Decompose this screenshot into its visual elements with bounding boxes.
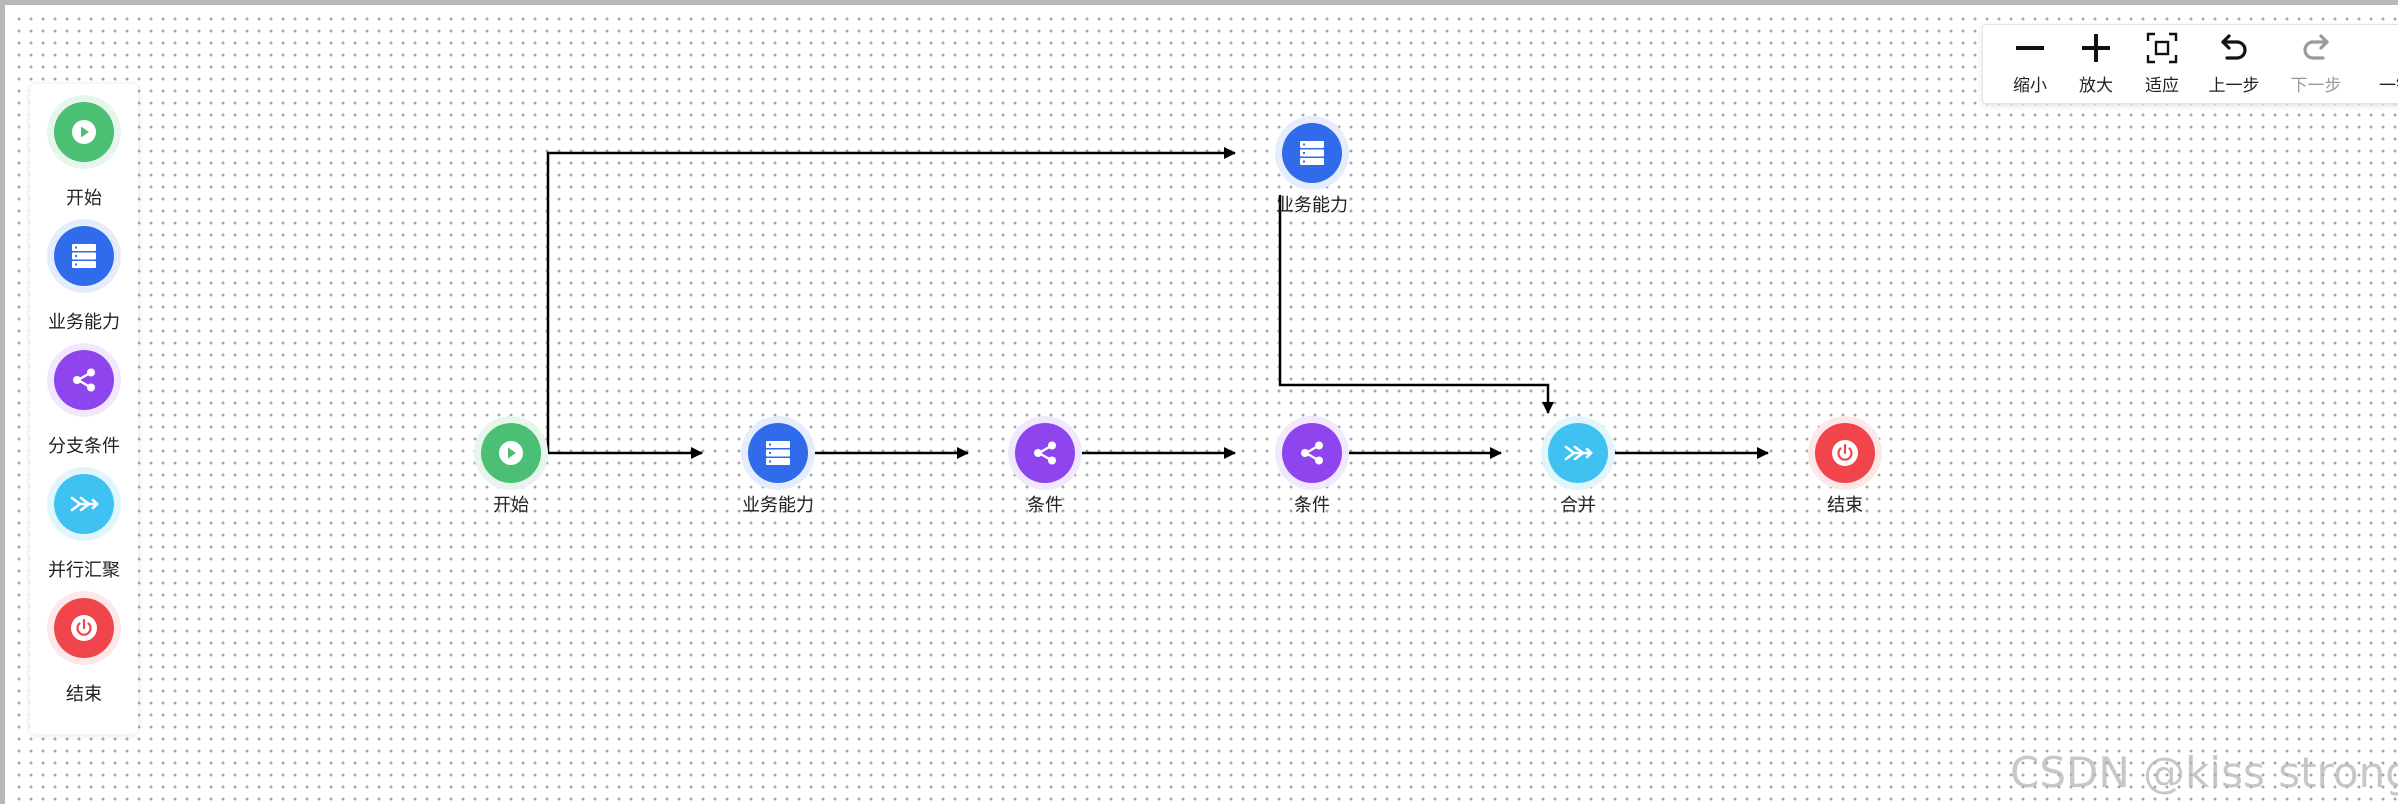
power-icon bbox=[71, 615, 97, 641]
node-service-2[interactable]: 业务能力 bbox=[1242, 121, 1382, 241]
edges-layer bbox=[525, 147, 1769, 459]
merge-icon bbox=[1564, 445, 1593, 461]
node-stencil-panel: 开始 业务能力 bbox=[30, 84, 138, 734]
undo-label: 上一步 bbox=[2208, 76, 2260, 96]
node-service-1-circle[interactable] bbox=[746, 421, 810, 485]
blank-icon bbox=[2379, 31, 2398, 65]
stencil-branch-circle bbox=[52, 348, 116, 412]
power-icon bbox=[1832, 440, 1858, 466]
stencil-label-start: 开始 bbox=[66, 188, 102, 209]
node-label: 合并 bbox=[1560, 495, 1596, 516]
play-icon bbox=[72, 120, 96, 144]
stencil-label-end: 结束 bbox=[66, 684, 102, 705]
minus-icon bbox=[2016, 46, 2044, 50]
node-start-circle[interactable] bbox=[479, 421, 543, 485]
more-button[interactable]: 一键 bbox=[2363, 31, 2398, 97]
node-condition-1-circle[interactable] bbox=[1013, 421, 1077, 485]
undo-icon bbox=[2221, 34, 2247, 60]
stencil-item-service[interactable]: 业务能力 bbox=[30, 208, 138, 333]
fit-view-label: 适应 bbox=[2145, 76, 2179, 96]
stencil-label-branch: 分支条件 bbox=[48, 436, 120, 457]
merge-icon bbox=[70, 496, 99, 512]
node-label: 条件 bbox=[1027, 495, 1063, 516]
server-icon bbox=[1300, 141, 1324, 165]
node-condition-2[interactable]: 条件 bbox=[1242, 421, 1382, 541]
undo-button[interactable]: 上一步 bbox=[2201, 31, 2267, 97]
node-service-1[interactable]: 业务能力 bbox=[708, 421, 848, 541]
zoom-out-label: 缩小 bbox=[2013, 76, 2047, 96]
redo-button[interactable]: 下一步 bbox=[2283, 31, 2349, 97]
node-label: 结束 bbox=[1827, 495, 1863, 516]
flow-canvas[interactable]: 开始 业务能力 bbox=[10, 10, 2398, 804]
server-icon bbox=[72, 244, 96, 268]
node-label: 条件 bbox=[1294, 495, 1330, 516]
plus-icon bbox=[2082, 34, 2110, 62]
stencil-merge-circle bbox=[52, 472, 116, 536]
watermark: CSDN @kiss strong bbox=[2010, 748, 2398, 797]
zoom-in-button[interactable]: 放大 bbox=[2071, 31, 2121, 97]
play-icon bbox=[499, 441, 523, 465]
graph-toolbar: 缩小 放大 适应 bbox=[1982, 24, 2398, 104]
zoom-out-button[interactable]: 缩小 bbox=[2005, 31, 2055, 97]
node-end[interactable]: 结束 bbox=[1775, 421, 1915, 541]
fit-view-button[interactable]: 适应 bbox=[2137, 31, 2187, 97]
node-label: 开始 bbox=[493, 495, 529, 516]
share-icon bbox=[73, 368, 95, 392]
stencil-end-circle bbox=[52, 596, 116, 660]
stencil-service-circle bbox=[52, 224, 116, 288]
node-service-2-circle[interactable] bbox=[1280, 121, 1344, 185]
node-label: 业务能力 bbox=[742, 495, 814, 516]
more-label: 一键 bbox=[2379, 76, 2398, 96]
stencil-item-branch[interactable]: 分支条件 bbox=[30, 332, 138, 457]
node-merge[interactable]: 合并 bbox=[1508, 421, 1648, 541]
node-end-circle[interactable] bbox=[1813, 421, 1877, 485]
stencil-start-circle bbox=[52, 100, 116, 164]
node-start[interactable]: 开始 bbox=[441, 421, 581, 541]
stencil-item-start[interactable]: 开始 bbox=[30, 84, 138, 209]
redo-icon bbox=[2303, 34, 2329, 60]
server-icon bbox=[766, 441, 790, 465]
stencil-item-end[interactable]: 结束 bbox=[30, 580, 138, 705]
zoom-in-label: 放大 bbox=[2079, 76, 2113, 96]
stencil-label-merge: 并行汇聚 bbox=[48, 560, 120, 581]
fit-screen-icon bbox=[2146, 32, 2178, 64]
node-condition-1[interactable]: 条件 bbox=[975, 421, 1115, 541]
stencil-item-merge[interactable]: 并行汇聚 bbox=[30, 456, 138, 581]
share-icon bbox=[1034, 441, 1056, 465]
redo-label: 下一步 bbox=[2290, 76, 2342, 96]
share-icon bbox=[1301, 441, 1323, 465]
stencil-label-service: 业务能力 bbox=[48, 312, 120, 333]
node-merge-circle[interactable] bbox=[1546, 421, 1610, 485]
node-condition-2-circle[interactable] bbox=[1280, 421, 1344, 485]
node-label: 业务能力 bbox=[1276, 195, 1348, 216]
edge-start-to-service2[interactable] bbox=[546, 147, 1236, 453]
